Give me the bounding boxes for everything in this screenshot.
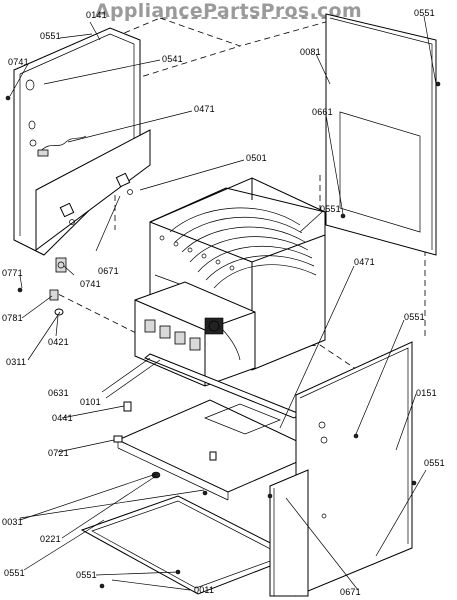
part-label-0551-bottom-left: 0551 <box>4 568 25 578</box>
part-label-0081: 0081 <box>300 47 321 57</box>
leader-lines <box>9 15 437 591</box>
base-plate <box>80 495 298 595</box>
part-label-0741-b: 0741 <box>80 279 101 289</box>
part-label-0781: 0781 <box>2 313 23 323</box>
part-label-0501: 0501 <box>246 153 267 163</box>
part-label-0471-a: 0471 <box>194 104 215 114</box>
part-label-0741-top-left: 0741 <box>8 57 29 67</box>
part-label-0551-right-2: 0551 <box>424 458 445 468</box>
part-label-0311: 0311 <box>6 357 27 367</box>
watermark: AppliancePartsPros.com <box>94 0 362 22</box>
part-label-0551-top-left: 0551 <box>40 31 61 41</box>
part-label-0441: 0441 <box>52 413 73 423</box>
right-upper-panel <box>325 13 437 256</box>
part-label-0141: 0141 <box>86 10 107 20</box>
part-label-0031: 0031 <box>2 517 23 527</box>
part-label-0721: 0721 <box>48 448 69 458</box>
part-label-0671-a: 0671 <box>98 266 119 276</box>
part-label-0551-bottom-mid: 0551 <box>76 570 97 580</box>
part-label-0771: 0771 <box>2 268 23 278</box>
left-side-panel <box>13 27 141 256</box>
part-label-0551-right: 0551 <box>404 312 425 322</box>
part-label-0221: 0221 <box>40 534 61 544</box>
part-label-0671-b: 0671 <box>340 587 361 597</box>
part-label-0011: 0011 <box>194 585 215 595</box>
part-label-0631: 0631 <box>48 388 69 398</box>
part-label-0541: 0541 <box>162 54 183 64</box>
right-lower-panel <box>295 341 413 597</box>
part-label-0551-mid: 0551 <box>320 204 341 214</box>
part-label-0101: 0101 <box>80 397 101 407</box>
part-label-0151: 0151 <box>416 388 437 398</box>
part-label-0661: 0661 <box>312 107 333 117</box>
front-lower-panel <box>269 469 309 597</box>
part-label-0551-top-right: 0551 <box>414 8 435 18</box>
part-label-0471-b: 0471 <box>354 257 375 267</box>
inner-door-panel <box>35 129 151 251</box>
small-parts <box>5 81 441 589</box>
part-label-0421: 0421 <box>48 337 69 347</box>
